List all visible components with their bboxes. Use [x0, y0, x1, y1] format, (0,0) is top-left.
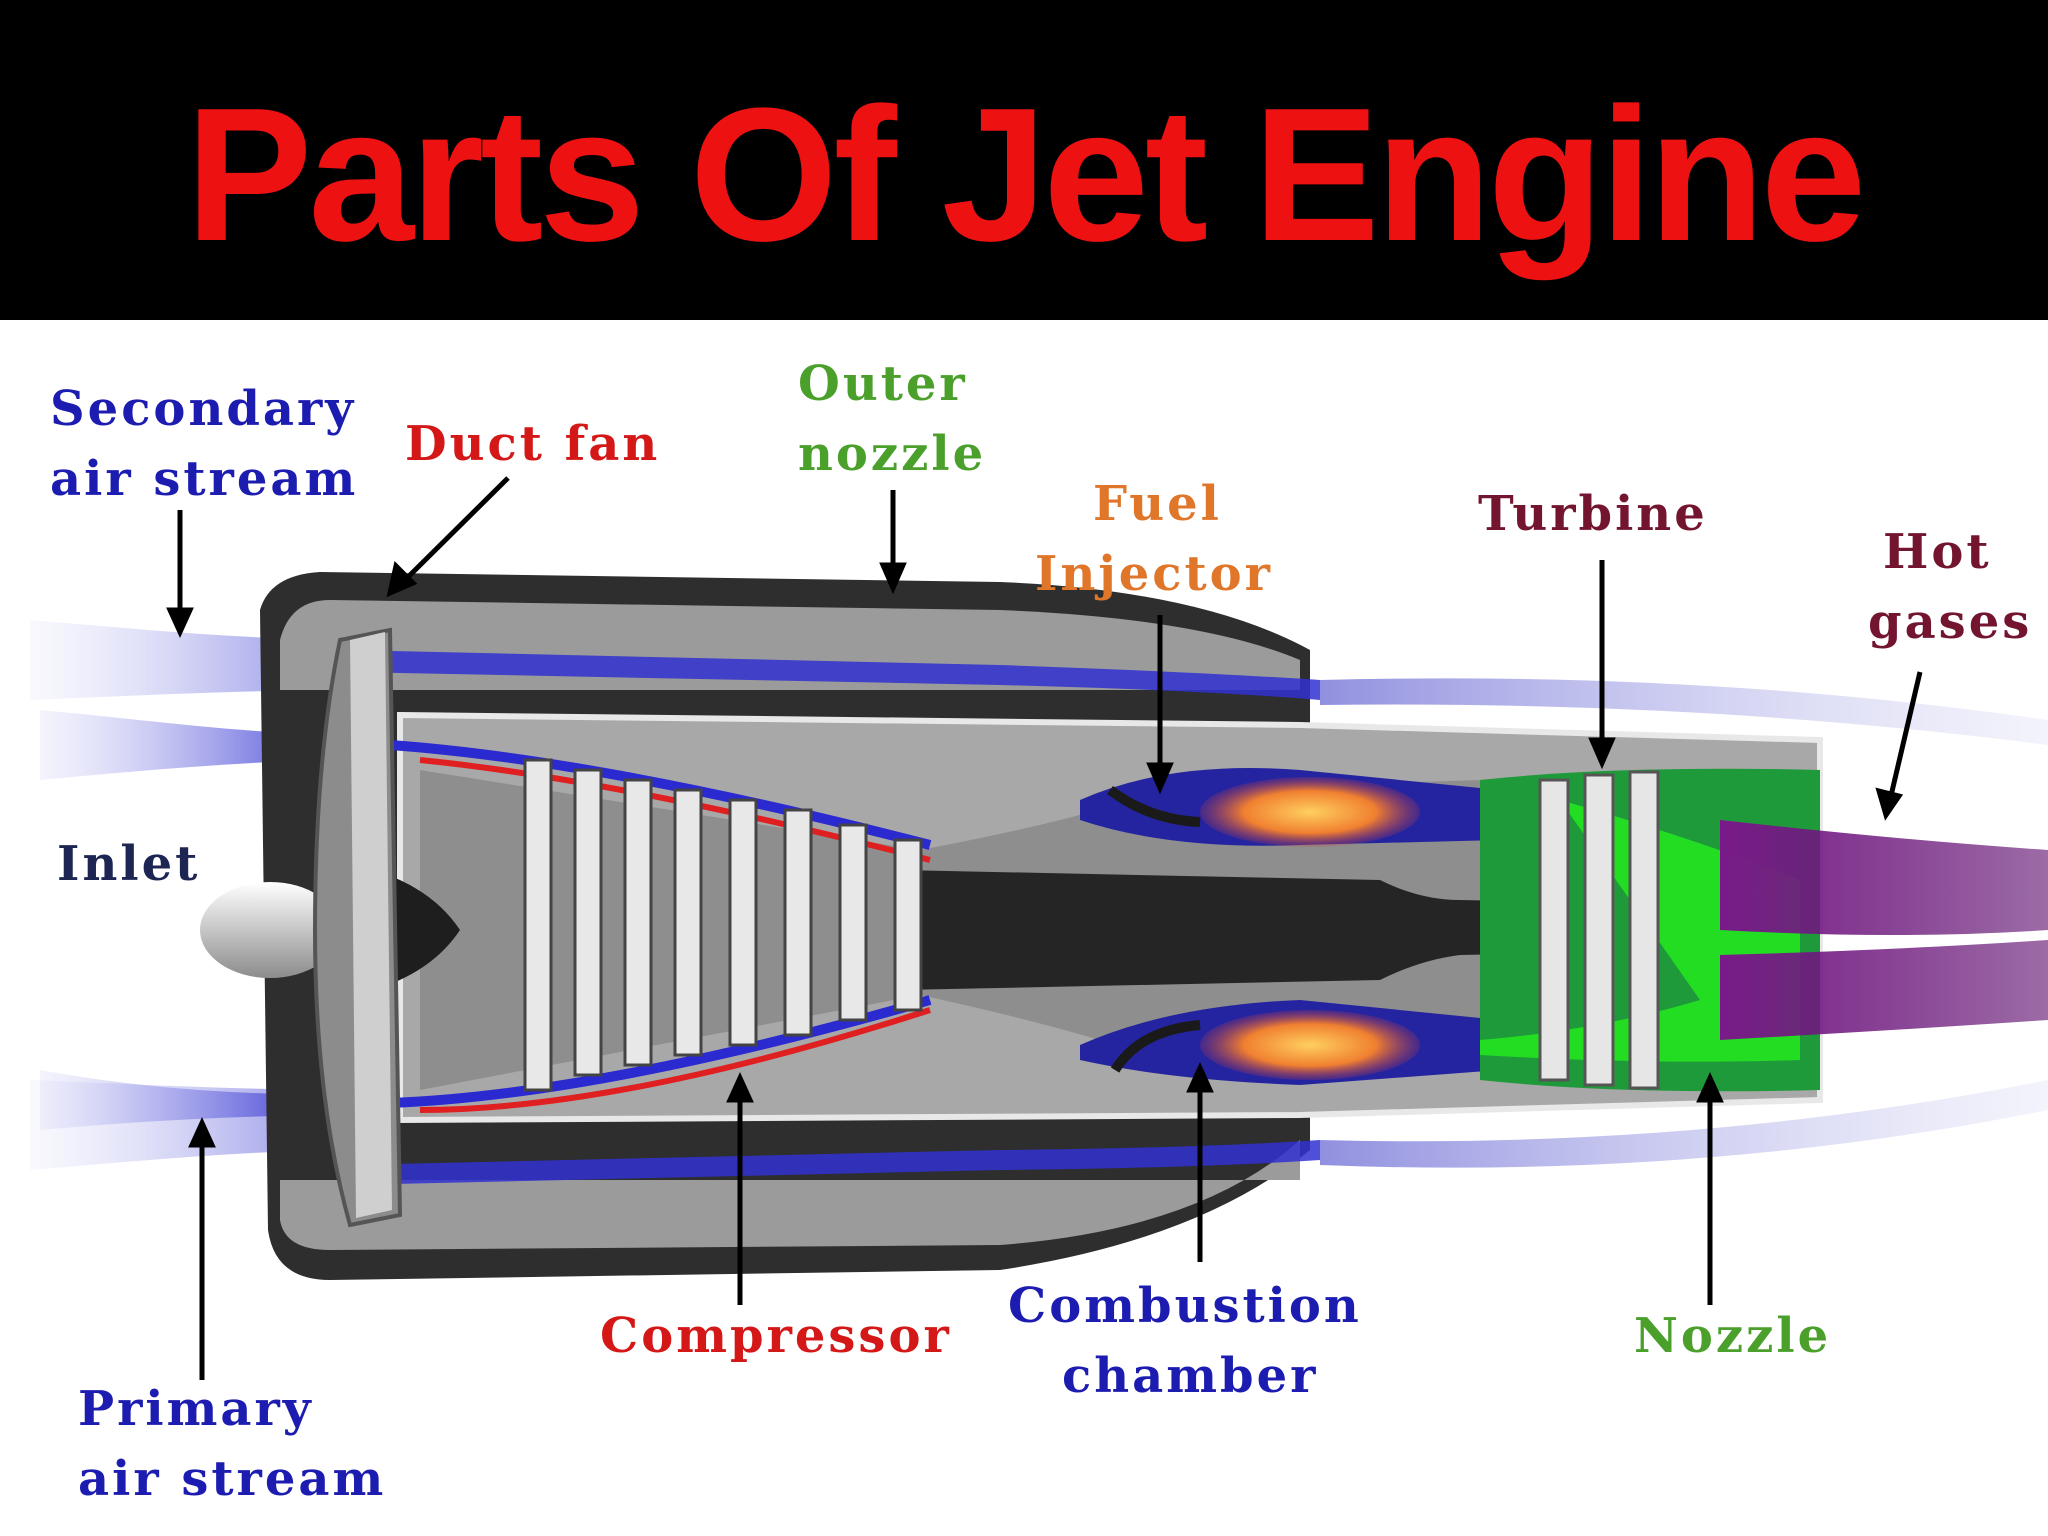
- label-combustion-chamber-2: chamber: [1062, 1348, 1318, 1404]
- label-turbine: Turbine: [1478, 486, 1708, 542]
- label-nozzle: Nozzle: [1634, 1308, 1831, 1364]
- title-bar: Parts Of Jet Engine: [0, 0, 2048, 320]
- labels: Secondary air stream Duct fan Outer nozz…: [50, 356, 2032, 1507]
- label-secondary-air-stream-2: air stream: [50, 451, 358, 507]
- bypass-air-stream: [350, 650, 1320, 700]
- compressor-blades: [523, 758, 923, 1092]
- label-outer-nozzle-2: nozzle: [798, 426, 986, 482]
- flame-upper: [1200, 777, 1420, 847]
- fuel-injector-lower: [1110, 1020, 1201, 1073]
- label-fuel-injector-1: Fuel: [1093, 476, 1222, 532]
- hot-gas-exhaust: [1720, 820, 2048, 935]
- outer-nozzle-flow: [1320, 678, 2048, 745]
- label-primary-air-stream-2: air stream: [78, 1451, 386, 1507]
- label-hot-gases-1: Hot: [1883, 524, 1992, 580]
- label-hot-gases-2: gases: [1868, 594, 2032, 650]
- page-title: Parts Of Jet Engine: [185, 69, 1867, 281]
- main-shaft: [900, 870, 1720, 990]
- label-compressor: Compressor: [600, 1308, 952, 1364]
- flame-lower: [1200, 1010, 1420, 1080]
- pointer-arrows: [166, 476, 1923, 1380]
- label-primary-air-stream-1: Primary: [78, 1381, 314, 1437]
- label-inlet: Inlet: [57, 836, 200, 892]
- turbine-stages: [1538, 770, 1660, 1090]
- label-duct-fan: Duct fan: [405, 416, 660, 472]
- fuel-injector-upper: [1107, 785, 1201, 827]
- inlet-spinner: [200, 882, 340, 978]
- label-outer-nozzle-1: Outer: [798, 356, 968, 412]
- jet-engine-diagram: Secondary air stream Duct fan Outer nozz…: [30, 356, 2048, 1507]
- label-secondary-air-stream-1: Secondary: [50, 381, 356, 437]
- label-combustion-chamber-1: Combustion: [1008, 1278, 1362, 1334]
- label-fuel-injector-2: Injector: [1035, 546, 1273, 602]
